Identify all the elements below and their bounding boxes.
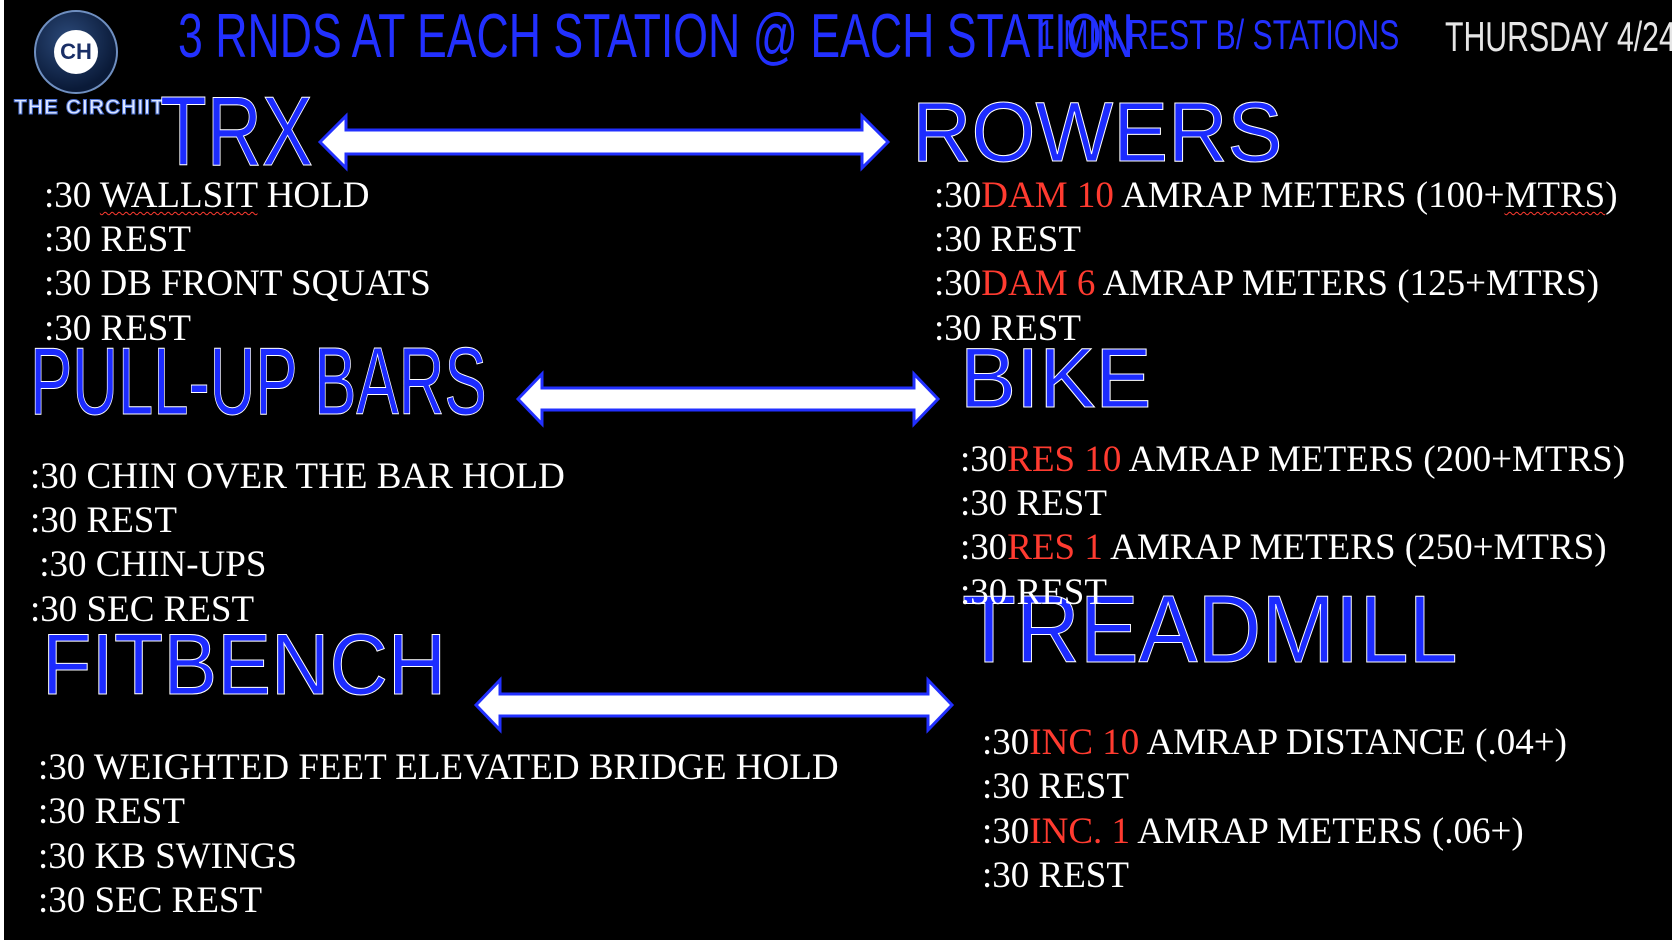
pullup-item-3: :30 CHIN-UPS <box>30 544 267 585</box>
trx-item-3: :30 DB FRONT SQUATS <box>44 263 431 304</box>
trx-item-1: :30 WALLSIT HOLD <box>44 175 370 216</box>
logo-text: THE CIRCHIIT <box>14 96 165 120</box>
station-title-fitbench: FITBENCH <box>42 617 447 713</box>
header-date: THURSDAY 4/24 <box>1445 13 1672 60</box>
station-title-pullup-bars: PULL-UP BARS <box>30 328 487 435</box>
rowers-item-2: :30 REST <box>934 219 1081 260</box>
station-title-bike: BIKE <box>959 331 1152 425</box>
double-arrow-icon <box>317 112 891 172</box>
bike-item-2: :30 REST <box>960 483 1107 524</box>
double-arrow-icon <box>473 676 955 734</box>
fitbench-item-4: :30 SEC REST <box>38 880 263 921</box>
station-title-trx: TRX <box>160 76 314 186</box>
circhiit-logo-icon: CH <box>34 10 118 94</box>
treadmill-item-3: :30INC. 1 AMRAP METERS (.06+) <box>982 811 1524 852</box>
fitbench-item-2: :30 REST <box>38 791 185 832</box>
left-border <box>0 0 4 940</box>
logo-mark: CH <box>54 30 98 74</box>
header-title: 3 RNDS AT EACH STATION @ EACH STATION <box>178 2 1134 71</box>
rowers-item-4: :30 REST <box>934 308 1081 349</box>
bike-item-1: :30RES 10 AMRAP METERS (200+MTRS) <box>960 439 1626 480</box>
fitbench-item-3: :30 KB SWINGS <box>38 836 298 877</box>
treadmill-item-4: :30 REST <box>982 855 1129 896</box>
station-title-treadmill: TREADMILL <box>962 576 1459 683</box>
station-title-rowers: ROWERS <box>912 85 1283 179</box>
pullup-item-4: :30 SEC REST <box>30 589 255 630</box>
rowers-item-3: :30DAM 6 AMRAP METERS (125+MTRS) <box>934 263 1600 304</box>
treadmill-item-2: :30 REST <box>982 766 1129 807</box>
pullup-item-2: :30 REST <box>30 500 177 541</box>
treadmill-item-1: :30INC 10 AMRAP DISTANCE (.04+) <box>982 722 1567 763</box>
trx-item-2: :30 REST <box>44 219 191 260</box>
header-rest-note: 1 MIN REST B/ STATIONS <box>1038 11 1400 58</box>
bike-item-3: :30RES 1 AMRAP METERS (250+MTRS) <box>960 527 1607 568</box>
bike-item-4: :30 REST <box>960 572 1107 613</box>
trx-item-4: :30 REST <box>44 308 191 349</box>
double-arrow-icon <box>515 370 941 428</box>
pullup-item-1: :30 CHIN OVER THE BAR HOLD <box>30 456 565 497</box>
rowers-item-1: :30DAM 10 AMRAP METERS (100+MTRS) <box>934 175 1618 216</box>
fitbench-item-1: :30 WEIGHTED FEET ELEVATED BRIDGE HOLD <box>38 747 839 788</box>
